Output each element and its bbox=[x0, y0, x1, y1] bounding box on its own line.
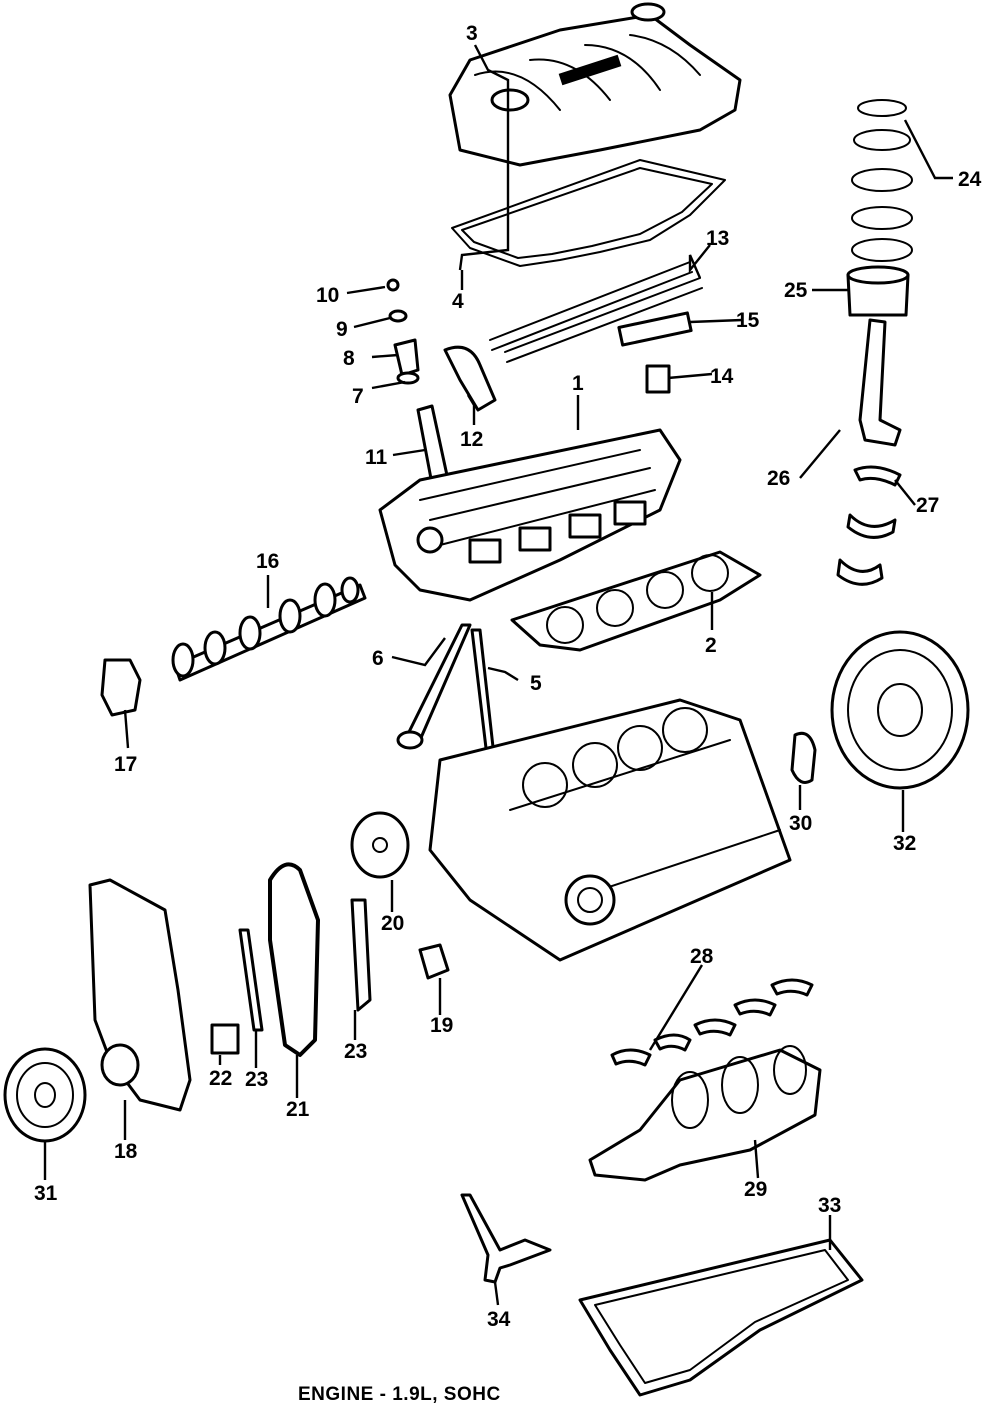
callout-22: 22 bbox=[209, 1067, 232, 1090]
piston bbox=[846, 265, 910, 317]
callout-11: 11 bbox=[365, 446, 388, 469]
callout-12: 12 bbox=[460, 428, 483, 451]
main-bearings bbox=[610, 978, 814, 1067]
callout-8: 8 bbox=[343, 347, 355, 370]
rod-bearing-upper bbox=[853, 465, 902, 487]
rear-main-seal bbox=[790, 731, 817, 784]
callout-29: 29 bbox=[744, 1178, 767, 1201]
rod-bearing-lower bbox=[846, 513, 897, 539]
head-gasket bbox=[510, 550, 762, 652]
oil-pickup bbox=[460, 1193, 552, 1284]
callout-33: 33 bbox=[818, 1194, 841, 1217]
callout-23b: 23 bbox=[344, 1040, 367, 1063]
rocker-bracket bbox=[617, 311, 693, 347]
callout-18: 18 bbox=[114, 1140, 138, 1163]
callout-23a: 23 bbox=[245, 1068, 268, 1091]
callout-6: 6 bbox=[372, 647, 384, 670]
callout-28: 28 bbox=[690, 945, 714, 968]
valve-guide-tube bbox=[416, 404, 450, 486]
chain-guide-right bbox=[350, 898, 372, 1012]
timing-chain bbox=[268, 862, 320, 1057]
valve-spring-stack bbox=[386, 278, 420, 385]
connecting-rod bbox=[858, 318, 902, 447]
callout-16: 16 bbox=[256, 550, 279, 573]
cam-seal-plate bbox=[100, 658, 142, 717]
leader-lines bbox=[43, 44, 953, 1306]
callout-17: 17 bbox=[114, 753, 137, 776]
diagram-caption: ENGINE - 1.9L, SOHC bbox=[298, 1384, 501, 1405]
callout-24: 24 bbox=[958, 168, 982, 191]
rod-cap bbox=[836, 558, 884, 586]
callouts: 3 4 1 2 5 6 7 8 9 10 11 12 13 15 14 16 1… bbox=[34, 22, 982, 1331]
callout-3: 3 bbox=[466, 22, 478, 45]
chain-guide-left bbox=[238, 928, 264, 1032]
callout-32: 32 bbox=[893, 832, 916, 855]
cam-sprocket bbox=[350, 811, 410, 879]
crank-sprocket bbox=[418, 943, 450, 980]
callout-2: 2 bbox=[705, 634, 717, 657]
rocker-arm bbox=[443, 345, 497, 412]
callout-1: 1 bbox=[572, 372, 584, 395]
flywheel bbox=[830, 630, 970, 790]
engine-block bbox=[428, 698, 792, 962]
crankshaft bbox=[588, 1045, 822, 1182]
callout-5: 5 bbox=[530, 672, 542, 695]
callout-21: 21 bbox=[286, 1098, 310, 1121]
lash-adjuster bbox=[645, 364, 671, 394]
callout-10: 10 bbox=[316, 284, 339, 307]
valve-cover-gasket bbox=[451, 159, 726, 267]
chain-tensioner bbox=[210, 1023, 240, 1055]
callout-9: 9 bbox=[336, 318, 348, 341]
callout-13: 13 bbox=[706, 227, 729, 250]
callout-15: 15 bbox=[736, 309, 760, 332]
callout-7: 7 bbox=[352, 385, 364, 408]
callout-4: 4 bbox=[452, 290, 464, 313]
callout-34: 34 bbox=[487, 1308, 511, 1331]
callout-31: 31 bbox=[34, 1182, 58, 1205]
camshaft bbox=[171, 576, 367, 682]
rocker-shafts bbox=[489, 261, 703, 363]
valve-cover bbox=[448, 2, 742, 167]
crank-pulley bbox=[3, 1047, 87, 1143]
callout-19: 19 bbox=[430, 1014, 453, 1037]
timing-cover bbox=[88, 878, 192, 1112]
callout-25: 25 bbox=[784, 279, 808, 302]
callout-30: 30 bbox=[789, 812, 812, 835]
callout-14: 14 bbox=[710, 365, 734, 388]
callout-27: 27 bbox=[916, 494, 939, 517]
cylinder-head bbox=[378, 428, 682, 602]
callout-26: 26 bbox=[767, 467, 790, 490]
callout-20: 20 bbox=[381, 912, 404, 935]
oil-pan bbox=[578, 1238, 864, 1397]
piston-rings bbox=[851, 99, 913, 262]
